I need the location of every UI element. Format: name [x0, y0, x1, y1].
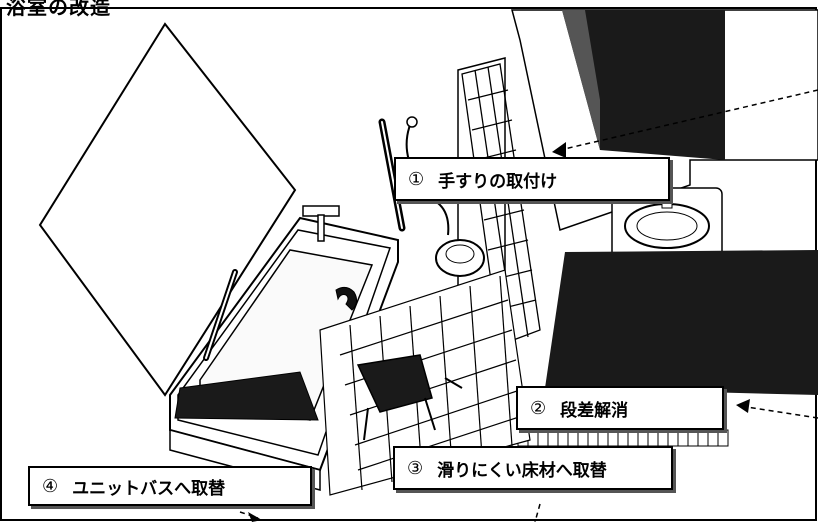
callout-unit-bath: ④ ユニットバスへ取替: [28, 466, 312, 506]
shower-chair: [356, 354, 463, 441]
callout-handrail: ① 手すりの取付け: [394, 157, 670, 201]
arrowhead-1: [552, 142, 566, 158]
tub-step-plate: [174, 371, 319, 421]
callout-step-removal: ② 段差解消: [516, 386, 724, 430]
leader-lines: [239, 89, 818, 522]
dark-window: [562, 10, 725, 160]
callout-number: ①: [408, 168, 425, 190]
callout-text: ユニットバスへ取替: [72, 478, 226, 499]
arrowhead-4: [248, 512, 262, 522]
callout-text: 段差解消: [560, 400, 629, 421]
partition-wall: [38, 22, 297, 397]
shower-hose: [405, 124, 450, 236]
callout-number: ④: [42, 475, 59, 497]
callout-text: 滑りにくい床材へ取替: [437, 460, 607, 481]
changing-room-floor: [545, 250, 818, 395]
callout-number: ③: [407, 457, 424, 479]
callout-nonslip-floor: ③ 滑りにくい床材へ取替: [393, 446, 673, 490]
callout-text: 手すりの取付け: [438, 171, 558, 192]
callout-number: ②: [530, 397, 547, 419]
arrowhead-2: [736, 399, 750, 413]
shower-head: [406, 116, 418, 128]
threshold-strip: [517, 429, 729, 447]
tap-handle: [335, 286, 358, 311]
page-header-fragment: 浴室の改造: [6, 0, 111, 19]
